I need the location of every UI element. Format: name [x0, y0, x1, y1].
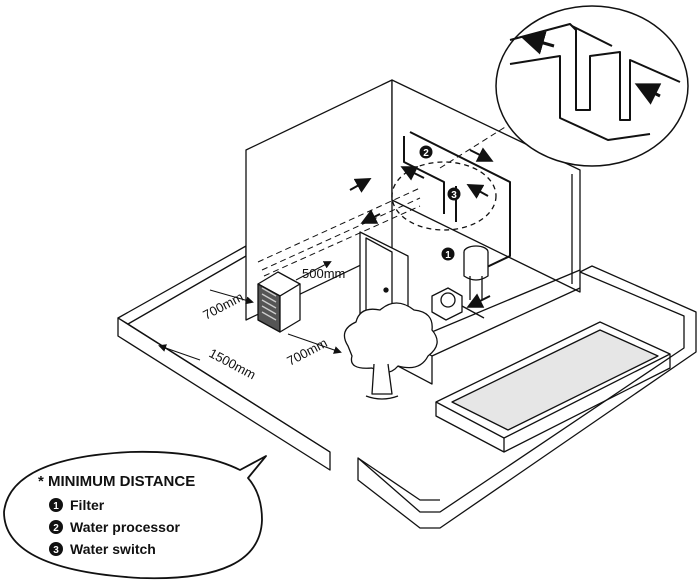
- legend-item-3: 3 Water switch: [49, 541, 156, 557]
- pipe-route-lines: [257, 123, 511, 277]
- legend-item-2: 2 Water processor: [49, 519, 181, 535]
- svg-text:3: 3: [53, 545, 59, 556]
- pump: [431, 287, 485, 321]
- tree: [343, 302, 438, 400]
- pool: [435, 321, 671, 453]
- focus-ellipse: [391, 161, 497, 231]
- svg-text:3: 3: [451, 190, 457, 201]
- svg-text:2: 2: [53, 523, 59, 534]
- house-back-wall: [245, 79, 581, 321]
- legend-item-1: 1 Filter: [49, 497, 105, 513]
- filter-tank: [463, 245, 489, 300]
- svg-text:2: 2: [423, 148, 429, 159]
- heat-pump-unit: [257, 271, 301, 333]
- pipe-detail-callout: [495, 5, 689, 167]
- dimension-far: 1500mm: [207, 345, 259, 382]
- svg-text:1: 1: [445, 250, 451, 261]
- marker-1: 1: [441, 247, 455, 261]
- callout-arrows: [520, 31, 662, 105]
- svg-text:Water switch: Water switch: [70, 541, 156, 557]
- svg-text:Filter: Filter: [70, 497, 105, 513]
- legend-title: * MINIMUM DISTANCE: [38, 473, 195, 490]
- svg-text:1: 1: [53, 501, 59, 512]
- marker-2: 2: [419, 145, 433, 159]
- legend-bubble: [3, 450, 267, 580]
- svg-text:Water processor: Water processor: [70, 519, 181, 535]
- marker-3: 3: [447, 187, 461, 201]
- yard-wall-right: [357, 265, 697, 529]
- dimension-top: 500mm: [302, 266, 345, 281]
- dimension-lines: [158, 261, 342, 361]
- flow-arrows: [349, 147, 494, 308]
